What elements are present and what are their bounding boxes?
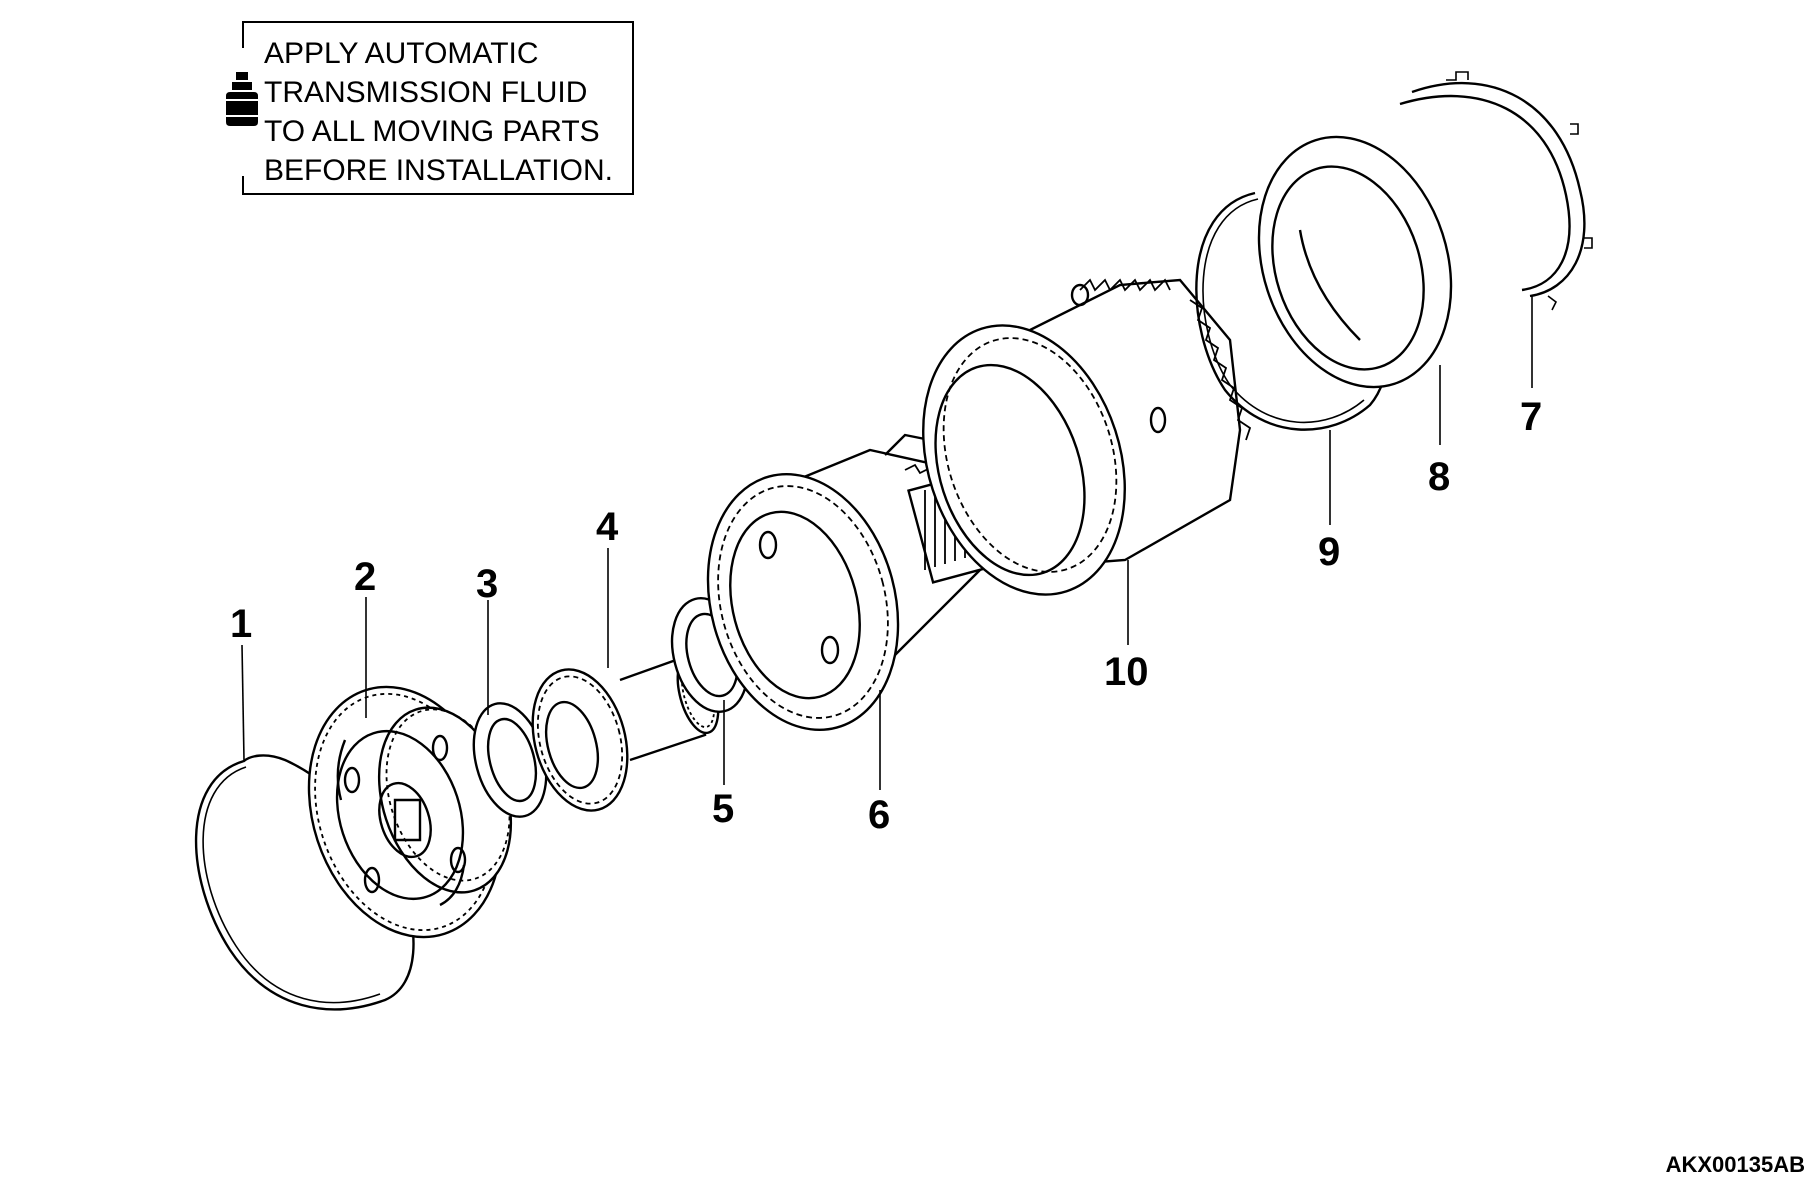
callout-5: 5 (712, 787, 734, 831)
note-line-2: TRANSMISSION FLUID (264, 76, 587, 109)
callout-1: 1 (230, 602, 252, 646)
callout-8: 8 (1428, 455, 1450, 499)
callouts: 1 2 3 4 5 6 7 8 9 10 (230, 395, 1542, 837)
callout-4: 4 (596, 505, 619, 549)
leader-lines (241, 296, 1533, 790)
fluid-note: APPLY AUTOMATIC TRANSMISSION FLUID TO AL… (222, 21, 634, 195)
callout-7: 7 (1520, 395, 1542, 439)
part-6-planetary-ring-gear (706, 433, 988, 732)
callout-6: 6 (868, 793, 890, 837)
part-1-snap-ring (194, 754, 415, 1011)
note-line-3: TO ALL MOVING PARTS (264, 115, 600, 148)
callout-10: 10 (1104, 650, 1149, 694)
callout-3: 3 (476, 562, 498, 606)
part-8-reaction-plate (1257, 135, 1453, 389)
part-10-ring-gear-drum (922, 278, 1252, 596)
callout-2: 2 (354, 555, 376, 599)
note-line-4: BEFORE INSTALLATION. (264, 154, 613, 187)
note-line-1: APPLY AUTOMATIC (264, 37, 539, 70)
callout-9: 9 (1318, 530, 1340, 574)
fluid-bottle-icon (222, 48, 262, 176)
leader-1 (241, 644, 245, 761)
diagram-reference-code: AKX00135AB (1666, 1152, 1805, 1177)
part-7-clutch-plate (1399, 71, 1593, 311)
note-box (242, 21, 634, 195)
